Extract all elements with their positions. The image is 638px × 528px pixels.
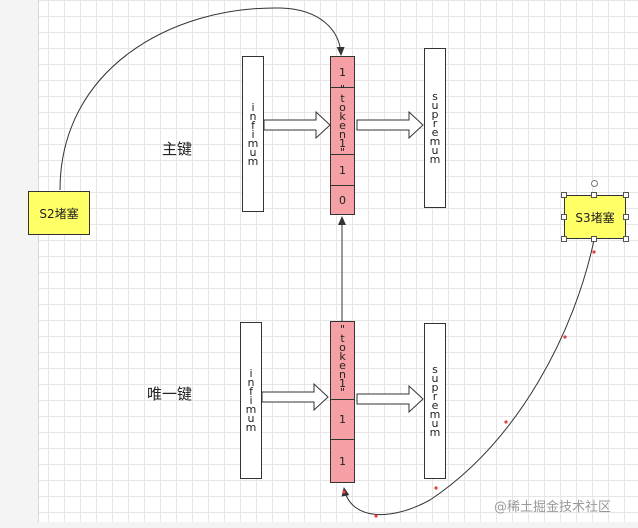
vertical-char: 1 — [339, 163, 346, 177]
top-infimum-arrow — [263, 110, 331, 140]
resize-handle[interactable] — [591, 236, 597, 242]
vertical-char: e — [339, 119, 346, 132]
top-supremum-arrow — [356, 110, 424, 140]
s2-blocked-note[interactable]: S2堵塞 — [28, 191, 90, 235]
vertical-char: " — [339, 146, 346, 159]
vertical-char: 1 — [339, 413, 346, 426]
rotate-handle[interactable] — [591, 180, 598, 187]
vertical-char: n — [339, 128, 346, 141]
vertical-char: u — [431, 372, 439, 385]
vertical-char: u — [247, 412, 255, 425]
vertical-char: e — [431, 126, 439, 139]
bottom-infimum-arrow — [261, 382, 329, 412]
primary-key-label: 主键 — [162, 140, 193, 158]
vertical-char: o — [339, 101, 346, 114]
vertical-char: 0 — [339, 193, 346, 207]
canvas-bottom-strip — [0, 522, 638, 528]
vertical-char: m — [247, 154, 259, 168]
resize-handle[interactable] — [623, 236, 629, 242]
resize-handle[interactable] — [591, 192, 597, 198]
vertical-char: m — [245, 421, 257, 434]
vertical-char: s — [432, 363, 438, 376]
vertical-char: m — [245, 403, 257, 416]
resize-handle[interactable] — [561, 236, 567, 242]
vertical-char: k — [339, 110, 346, 123]
vertical-char: u — [431, 99, 439, 112]
vertical-char: n — [249, 109, 257, 123]
vertical-char: i — [249, 394, 253, 407]
bottom-record-cell: 1 — [331, 440, 354, 482]
resize-handle[interactable] — [623, 192, 629, 198]
vertical-char: 1 — [339, 376, 346, 390]
resize-handle[interactable] — [561, 214, 567, 220]
vertical-char: 1 — [339, 65, 346, 79]
vertical-char: " — [339, 83, 346, 96]
vertical-char: u — [431, 417, 439, 430]
vertical-char: 1 — [339, 454, 346, 468]
top-record-cell: 1 — [331, 57, 354, 88]
vertical-char: r — [432, 390, 438, 403]
bottom-supremum-arrow — [356, 384, 424, 414]
watermark: @稀土掘金技术社区 — [494, 500, 612, 515]
vertical-char: m — [429, 153, 441, 166]
vertical-char: p — [431, 381, 439, 394]
vertical-char: n — [339, 367, 346, 381]
vertical-char: m — [429, 426, 441, 439]
vertical-char: f — [249, 385, 253, 398]
vertical-char: t — [340, 331, 345, 345]
vertical-char: u — [249, 145, 257, 159]
resize-handle[interactable] — [561, 192, 567, 198]
vertical-char: i — [251, 100, 255, 114]
vertical-char: 1 — [339, 137, 346, 150]
vertical-char: m — [247, 136, 259, 150]
vertical-char: s — [432, 90, 438, 103]
bottom-record-cell: 1 — [331, 400, 354, 440]
vertical-char: f — [251, 118, 255, 132]
unique-key-label: 唯一键 — [147, 385, 193, 403]
vertical-char: m — [429, 135, 441, 148]
vertical-char: k — [339, 349, 346, 363]
top-record-cell: 0 — [331, 186, 354, 214]
vertical-char: i — [249, 367, 253, 380]
vertical-char: i — [251, 127, 255, 141]
resize-handle[interactable] — [623, 214, 629, 220]
vertical-char: " — [339, 385, 346, 399]
vertical-char: " — [339, 322, 346, 336]
vertical-char: u — [431, 144, 439, 157]
editor-sidebar — [0, 0, 39, 528]
vertical-char: p — [431, 108, 439, 121]
vertical-char: e — [339, 358, 346, 372]
vertical-char: r — [432, 117, 438, 130]
vertical-char: e — [431, 399, 439, 412]
vertical-char: m — [429, 408, 441, 421]
vertical-char: t — [340, 92, 345, 105]
s3-wait-edge — [341, 239, 595, 516]
vertical-char: n — [247, 376, 255, 389]
s3-blocked-note[interactable]: S3堵塞 — [564, 195, 626, 239]
top-record-cell: 1 — [331, 155, 354, 186]
vertical-char: o — [339, 340, 346, 354]
s2-wait-edge — [59, 7, 345, 191]
